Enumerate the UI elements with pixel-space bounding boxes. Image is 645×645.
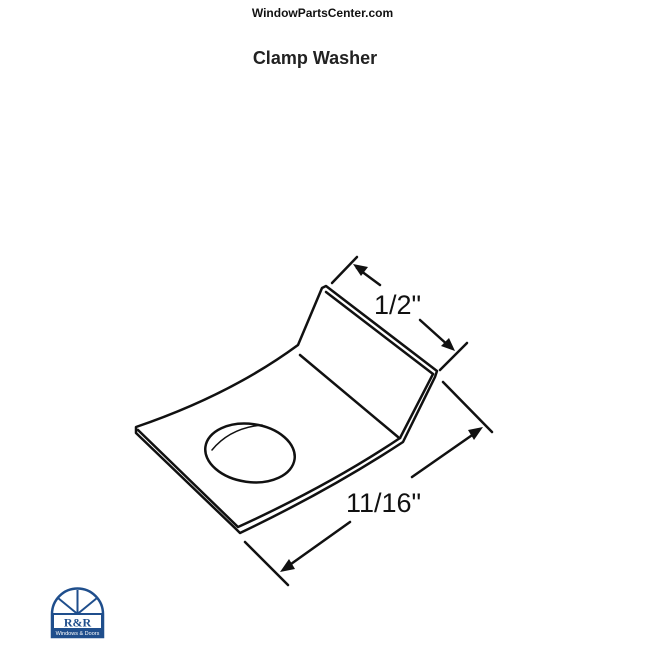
page-title: Clamp Washer [252,48,378,68]
arrowhead [353,264,368,276]
washer-hole [204,422,296,484]
logo-subtext: Windows & Doors [56,631,100,637]
arrowhead [280,559,295,572]
washer-crease [298,353,400,439]
washer-edge-bottom [136,428,402,529]
extension-line [438,341,469,372]
extension-line [243,540,290,587]
extension-line [441,380,494,434]
logo-text: R&R [64,616,92,630]
rr-windows-doors-logo: R&R Windows & Doors [50,587,105,639]
arrowhead [468,427,483,440]
extension-line [330,255,359,285]
dimension-arrow [282,520,352,571]
dimension-label-length: 11/16" [346,488,421,518]
arrowhead [441,338,455,351]
washer-outline [134,284,439,535]
site-name: WindowPartsCenter.com [251,6,394,20]
dimension-label-width: 1/2" [374,290,421,320]
washer-edge-right [398,372,435,440]
dimension-arrow [410,429,480,479]
washer-edge-top [324,290,435,376]
